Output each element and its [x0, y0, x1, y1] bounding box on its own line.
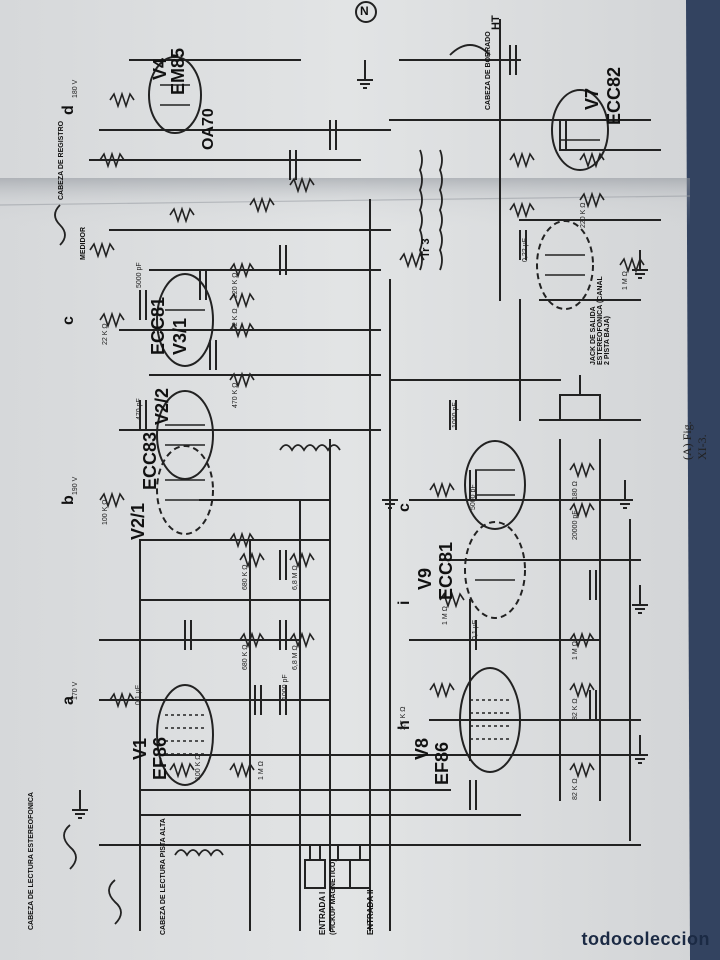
input-jacks: [304, 845, 371, 889]
terminal-n-circle: [355, 1, 377, 23]
output-jack-symbol: [559, 375, 601, 421]
gutter-shadow: [0, 178, 690, 226]
tube-internals: [160, 84, 600, 755]
ground-symbols: [72, 60, 648, 819]
resistor-symbols: [89, 91, 645, 779]
capacitor-symbols: [139, 45, 597, 810]
coil-symbols: [54, 44, 491, 925]
tube-envelopes: [148, 56, 609, 786]
schematic-wiring: [89, 19, 661, 931]
gutter-line: [0, 195, 691, 206]
watermark-logo: todocoleccion: [581, 929, 710, 949]
